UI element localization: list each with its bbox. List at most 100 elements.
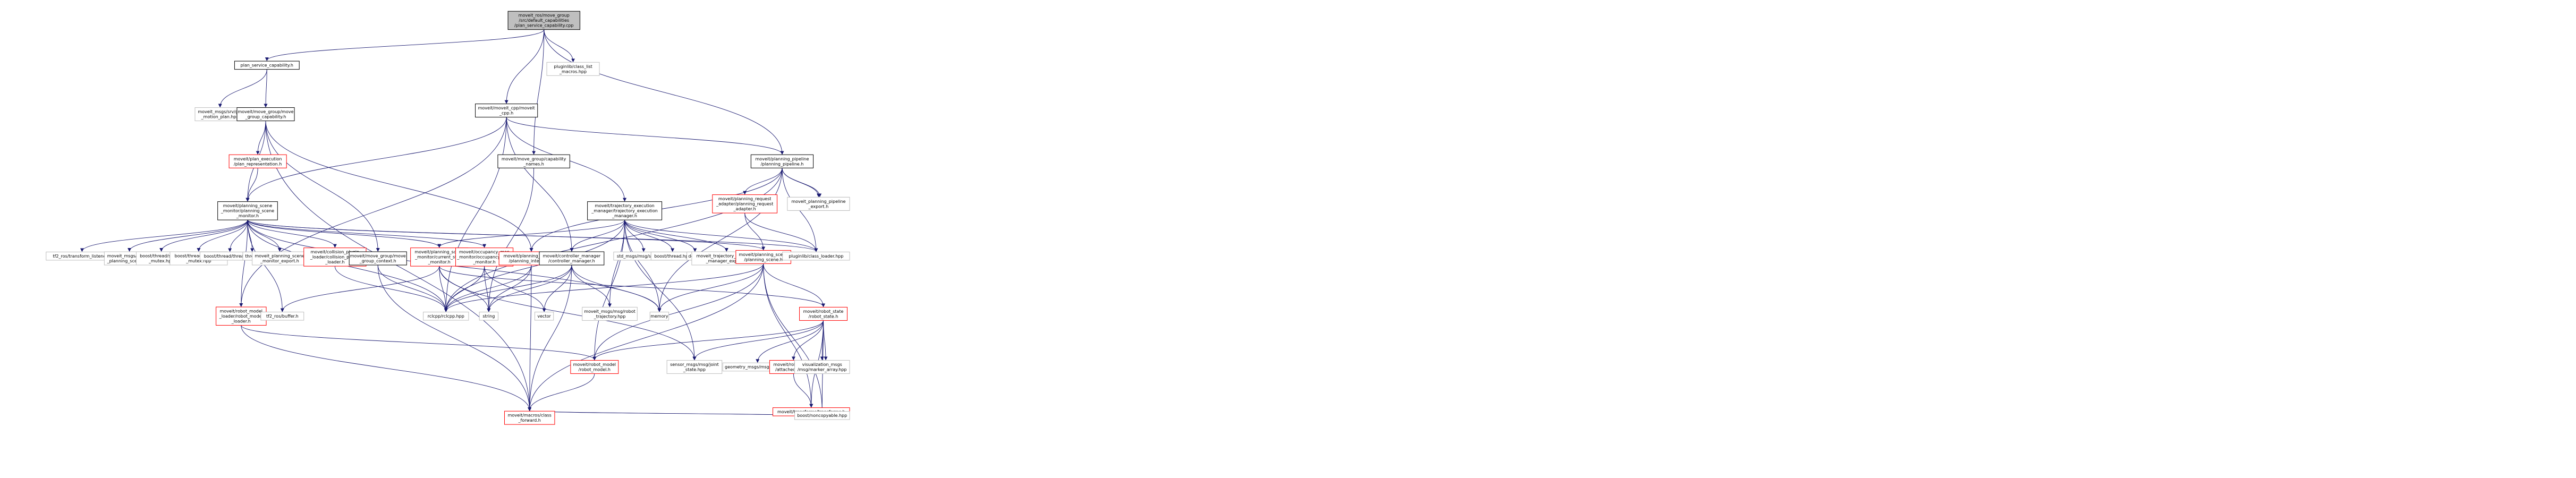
edge-pp_h-to-disp_traj bbox=[782, 168, 822, 198]
edge-csm_h-to-rs_h bbox=[439, 266, 825, 308]
node-mg_cap[interactable]: moveit/move_group/move_group_capability.… bbox=[236, 107, 295, 122]
node-string[interactable]: string bbox=[479, 312, 498, 321]
edge-ps_h-to-rs_h bbox=[763, 263, 825, 308]
node-vector[interactable]: vector bbox=[534, 312, 554, 321]
node-box bbox=[587, 201, 663, 220]
edge-rs_h-to-joint_state bbox=[692, 320, 824, 361]
node-root[interactable]: moveit_ros/move_group/src/default_capabi… bbox=[507, 11, 580, 30]
edge-mg_context-to-class_forward bbox=[377, 264, 532, 412]
edge-tem_h-to-robot_traj bbox=[608, 220, 625, 308]
edge-moveit_cpp-to-psm_h bbox=[245, 117, 507, 202]
node-moveit_cpp[interactable]: moveit/moveit_cpp/moveit_cpp.h bbox=[475, 104, 538, 118]
node-box bbox=[234, 61, 300, 70]
edge-psc_h-to-gmp_srv bbox=[218, 69, 267, 108]
include-dependency-graph: moveit_ros/move_group/src/default_capabi… bbox=[46, 11, 850, 425]
node-label: moveit/planning_request bbox=[718, 197, 772, 201]
edge-pra_h-to-class_loader bbox=[744, 213, 818, 252]
node-noncopyable[interactable]: boost/noncopyable.hpp bbox=[794, 411, 850, 420]
node-label: _adapter.h bbox=[733, 207, 756, 211]
node-box bbox=[649, 312, 670, 321]
node-label: /attached_body.h bbox=[775, 367, 812, 372]
edge-plan_rep-to-psm_h bbox=[245, 168, 258, 202]
node-label: moveit_msgs/msg/robot bbox=[584, 309, 635, 314]
node-box bbox=[217, 201, 278, 220]
node-label: _macros.hpp bbox=[559, 69, 587, 74]
node-label: moveit_trajectory_execution bbox=[697, 254, 757, 259]
node-label: boost/noncopyable.hpp bbox=[797, 413, 847, 418]
node-label: _monitor.h bbox=[472, 260, 495, 264]
node-mg_context[interactable]: moveit/move_group/move_group_context.h bbox=[349, 251, 407, 266]
edge-psm_h-to-ps_h bbox=[247, 219, 765, 251]
node-tem_h[interactable]: moveit/trajectory_execution_manager/traj… bbox=[587, 201, 663, 220]
node-rm_h[interactable]: moveit/robot_model/robot_model.h bbox=[570, 360, 619, 374]
node-cap_names[interactable]: moveit/move_group/capability_names.h bbox=[497, 154, 570, 168]
node-memory[interactable]: memory bbox=[649, 312, 670, 321]
node-label: pluginlib/class_list bbox=[554, 64, 592, 69]
node-class_forward[interactable]: moveit/macros/class_forward.h bbox=[504, 411, 555, 425]
node-box bbox=[260, 312, 304, 321]
edge-tem_h-to-std_string bbox=[624, 220, 646, 252]
node-joint_state[interactable]: sensor_msgs/msg/joint_state.hpp bbox=[666, 360, 723, 374]
node-label: moveit/occupancy_map bbox=[459, 250, 510, 254]
edge-psm_h-to-collision_loader bbox=[247, 220, 337, 248]
node-rclcpp[interactable]: rclcpp/rclcpp.hpp bbox=[423, 312, 469, 321]
node-label: _trajectory.hpp bbox=[594, 314, 626, 319]
edge-ps_h-to-rclcpp bbox=[444, 263, 764, 312]
node-rs_h[interactable]: moveit/robot_state/robot_state.h bbox=[799, 306, 848, 321]
node-box bbox=[252, 251, 308, 266]
node-label: _monitor/planning_scene bbox=[221, 209, 274, 214]
node-label: moveit/robot_state bbox=[803, 309, 844, 314]
node-tf2_buffer[interactable]: tf2_ros/buffer.h bbox=[260, 312, 304, 321]
node-psc_h[interactable]: plan_service_capability.h bbox=[234, 61, 300, 70]
node-label: _loader.h bbox=[325, 260, 344, 264]
node-box bbox=[349, 251, 407, 266]
node-pp_h[interactable]: moveit/planning_pipeline/planning_pipeli… bbox=[750, 154, 814, 168]
node-box bbox=[539, 251, 605, 266]
edge-ps_h-to-class_forward bbox=[528, 263, 764, 412]
edge-rs_h-to-rm_h bbox=[592, 320, 824, 361]
edge-ps_h-to-rm_h bbox=[592, 263, 764, 361]
node-label: moveit/planning_scene bbox=[223, 203, 273, 208]
node-label: moveit/move_group/move bbox=[238, 109, 293, 114]
node-label: _planning_scene.hpp bbox=[107, 259, 152, 263]
node-psm_export[interactable]: moveit_planning_scene_monitor_export.h bbox=[252, 251, 308, 266]
node-label: _names.h bbox=[523, 161, 544, 166]
edge-ps_h-to-memory bbox=[657, 263, 764, 312]
edge-psm_h-to-tf2_buffer bbox=[247, 220, 284, 312]
node-label: moveit/move_group/move bbox=[350, 254, 406, 259]
node-pp_export[interactable]: moveit_planning_pipeline_export.h bbox=[787, 197, 850, 211]
node-plan_rep[interactable]: moveit/plan_execution/plan_representatio… bbox=[228, 154, 287, 168]
edge-mg_context-to-rclcpp bbox=[377, 264, 448, 312]
edge-psm_h-to-csm_h bbox=[247, 219, 442, 248]
node-label: moveit/macros/class bbox=[508, 413, 552, 418]
node-label: _group_capability.h bbox=[245, 115, 286, 120]
edge-tem_h-to-class_loader bbox=[624, 220, 818, 252]
edge-ps_h-to-transforms_h bbox=[763, 263, 814, 408]
edge-tem_h-to-cm_h bbox=[570, 220, 625, 252]
node-ps_h[interactable]: moveit/planning_scene/planning_scene.h bbox=[735, 250, 791, 264]
node-class_loader[interactable]: pluginlib/class_loader.hpp bbox=[782, 251, 850, 261]
edge-tem_h-to-boost_thread bbox=[624, 220, 675, 252]
edge-moveit_cpp-to-cm_h bbox=[506, 117, 574, 252]
node-rml_h[interactable]: moveit/robot_model_loader/robot_model_lo… bbox=[216, 306, 267, 326]
node-label: _mutex.hpp bbox=[148, 259, 174, 263]
node-box bbox=[799, 306, 848, 321]
node-label: moveit/planning_scene bbox=[739, 252, 788, 257]
node-box bbox=[546, 62, 600, 76]
edge-psm_h-to-occ_map bbox=[247, 219, 486, 248]
node-robot_traj[interactable]: moveit_msgs/msg/robot_trajectory.hpp bbox=[582, 306, 638, 321]
edge-pi_h-to-rclcpp bbox=[444, 264, 532, 312]
edge-csm_h-to-tf2_buffer bbox=[280, 266, 440, 312]
node-cm_h[interactable]: moveit/controller_manager/controller_man… bbox=[539, 251, 605, 266]
node-label: boost/thread/thread.hpp bbox=[204, 254, 256, 259]
node-pluginlib_macros[interactable]: pluginlib/class_list_macros.hpp bbox=[546, 62, 600, 76]
node-box bbox=[475, 104, 538, 118]
edge-mg_cap-to-mg_context bbox=[265, 121, 380, 252]
node-psm_h[interactable]: moveit/planning_scene_monitor/planning_s… bbox=[217, 201, 278, 220]
edge-rml_h-to-class_forward bbox=[241, 325, 532, 412]
edge-moveit_cpp-to-rclcpp bbox=[444, 117, 507, 312]
node-marker_array[interactable]: visualization_msgs/msg/marker_array.hpp bbox=[794, 360, 850, 374]
node-label: boost/thread.hpp bbox=[654, 254, 691, 259]
edge-pp_h-to-memory bbox=[657, 168, 783, 312]
node-pra_h[interactable]: moveit/planning_request_adapter/planning… bbox=[712, 194, 778, 214]
